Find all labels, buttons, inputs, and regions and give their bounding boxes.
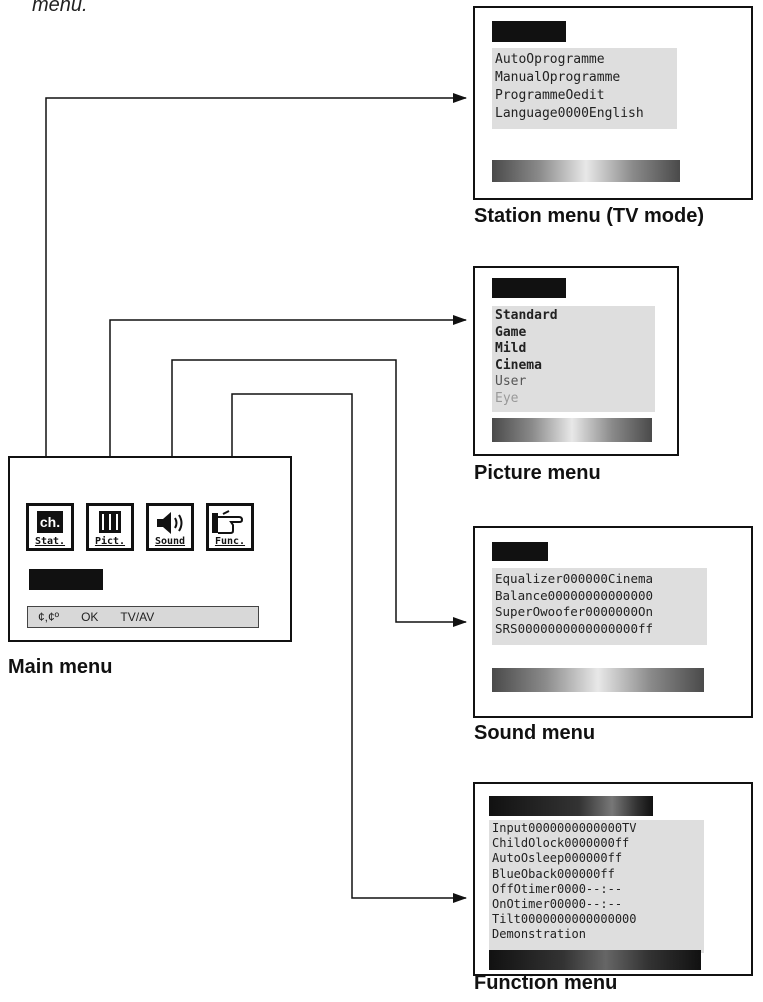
function-menu-list: Input0000000000000TV ChildOlock0000000ff… — [489, 820, 704, 953]
hand-icon — [212, 510, 244, 534]
status-arrows: ¢,¢º — [38, 610, 60, 624]
picture-icon — [89, 509, 131, 537]
function-menu-title-bar — [489, 796, 653, 816]
station-menu-item: AutoOprogramme — [495, 52, 605, 67]
main-menu-title-bar — [29, 569, 103, 590]
function-menu-item: Tilt0000000000000000 — [492, 912, 637, 927]
function-menu-item: Input0000000000000TV — [492, 821, 637, 835]
sound-menu-item: Balance00000000000000 — [495, 587, 654, 603]
function-menu-box: Input0000000000000TV ChildOlock0000000ff… — [473, 782, 753, 976]
sound-menu-gradient-bar — [492, 668, 704, 692]
function-menu-caption: Function menu — [474, 972, 618, 994]
connector-function — [231, 393, 467, 903]
channel-glyph: ch. — [37, 511, 63, 533]
function-menu-gradient-bar — [489, 950, 701, 970]
station-label: Stat. — [34, 536, 66, 547]
function-menu-item: AutoOsleep000000ff — [492, 851, 623, 866]
function-menu-item: OnOtimer00000--:-- — [492, 897, 623, 912]
picture-tile[interactable]: Pict. — [86, 503, 134, 551]
picture-label: Pict. — [94, 536, 126, 547]
sound-menu-list: Equalizer000000Cinema Balance00000000000… — [492, 568, 707, 645]
station-menu-box: AutoOprogramme ManualOprogramme Programm… — [473, 6, 753, 200]
function-menu-item: OffOtimer0000--:-- — [492, 881, 623, 896]
speaker-icon — [157, 512, 183, 534]
function-tile[interactable]: Func. — [206, 503, 254, 551]
picture-menu-item: Game — [495, 324, 527, 340]
function-menu-item: BlueOback000000ff — [492, 866, 615, 881]
main-menu-caption: Main menu — [8, 656, 113, 678]
picture-menu-list: Standard Game Mild Cinema User Eye — [492, 306, 655, 412]
sound-menu-caption: Sound menu — [474, 722, 596, 744]
picture-menu-item: Standard — [495, 308, 558, 323]
picture-menu-item: Mild — [495, 341, 527, 356]
connector-station — [45, 93, 467, 533]
sound-tile[interactable]: Sound — [146, 503, 194, 551]
connector-sound — [171, 359, 467, 627]
picture-menu-title-bar — [492, 278, 566, 298]
function-label: Func. — [214, 536, 246, 547]
station-menu-list: AutoOprogramme ManualOprogramme Programm… — [492, 48, 677, 129]
picture-menu-item: User — [495, 374, 527, 389]
sound-menu-box: Equalizer000000Cinema Balance00000000000… — [473, 526, 753, 718]
status-ok: OK — [81, 610, 99, 624]
function-menu-item: ChildOlock0000000ff — [492, 836, 630, 851]
function-menu-item: Demonstration — [492, 927, 586, 942]
station-menu-gradient-bar — [492, 160, 680, 182]
sound-menu-item: Equalizer000000Cinema — [495, 571, 654, 586]
picture-menu-caption: Picture menu — [474, 462, 601, 484]
station-menu-item: ManualOprogramme — [495, 70, 621, 85]
sound-menu-item: SRS0000000000000000ff — [495, 620, 654, 636]
status-tvav: TV/AV — [120, 610, 155, 624]
station-tile[interactable]: ch. Stat. — [26, 503, 74, 551]
picture-menu-box: Standard Game Mild Cinema User Eye — [473, 266, 679, 456]
station-menu-item: ProgrammeOedit — [495, 88, 605, 103]
intro-text-fragment: menu. — [32, 0, 88, 16]
sound-menu-item: SuperOwoofer0000000On — [495, 604, 654, 619]
channel-icon: ch. — [29, 509, 71, 537]
main-menu-box: ch. Stat. Pict. Sound Func. ¢,¢º — [8, 456, 292, 642]
sound-menu-title-bar — [492, 542, 548, 561]
station-menu-caption: Station menu (TV mode) — [474, 205, 704, 227]
sound-label: Sound — [154, 536, 186, 547]
main-menu-status-bar: ¢,¢º OK TV/AV — [27, 606, 259, 628]
picture-menu-gradient-bar — [492, 418, 652, 442]
station-menu-title-bar — [492, 21, 566, 42]
picture-menu-item: Cinema — [495, 357, 542, 373]
picture-menu-item: Eye — [495, 390, 519, 406]
station-menu-item: Language0000English — [495, 106, 644, 121]
